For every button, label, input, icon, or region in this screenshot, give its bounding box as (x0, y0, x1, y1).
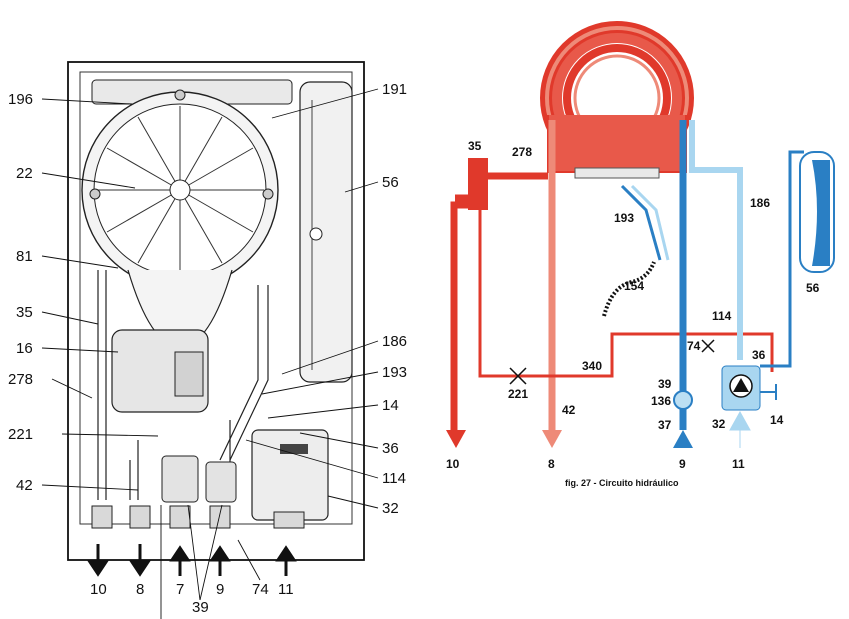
callout-56: 56 (382, 174, 399, 191)
drain-hose-154 (602, 261, 656, 317)
callout-32: 32 (382, 500, 399, 517)
pump-unit (251, 429, 329, 521)
bottom-label-9: 9 (216, 581, 224, 598)
callout-36: 36 (382, 440, 399, 457)
callout-14: 14 (382, 397, 399, 414)
label-114: 114 (712, 309, 732, 323)
callout-35: 35 (16, 304, 33, 321)
diverter-valve (205, 461, 237, 503)
figure-caption: fig. 27 - Circuito hidráulico (565, 478, 679, 488)
callout-196: 196 (8, 91, 33, 108)
bottom-label-10: 10 (90, 581, 107, 598)
label-154: 154 (624, 279, 644, 293)
callout-42: 42 (16, 477, 33, 494)
vessel-pipe (760, 150, 804, 368)
callout-191: 191 (382, 81, 407, 98)
component-35 (468, 158, 488, 210)
bottom-label-74: 74 (252, 581, 269, 598)
valve-group (161, 455, 199, 503)
bottom-label-8: 8 (136, 581, 144, 598)
bottom-label-10: 10 (446, 457, 460, 471)
callout-186: 186 (382, 333, 407, 350)
label-193: 193 (614, 211, 634, 225)
label-36: 36 (752, 348, 766, 362)
label-221: 221 (508, 387, 528, 401)
label-56: 56 (806, 281, 820, 295)
return-pipe-340 (478, 210, 774, 378)
label-340: 340 (582, 359, 602, 373)
callout-114: 114 (382, 470, 406, 487)
bottom-label-9: 9 (679, 457, 686, 471)
heating-flow-pipe (450, 172, 548, 430)
callout-22: 22 (16, 165, 33, 182)
label-186: 186 (750, 196, 770, 210)
callout-81: 81 (16, 248, 33, 265)
label-14: 14 (770, 413, 784, 427)
boiler-interior-diagram: 196 22 81 35 16 278 221 42 191 56 186 19… (8, 61, 407, 619)
label-32: 32 (712, 417, 726, 431)
heat-exchanger (81, 89, 279, 349)
hydraulic-circuit-schematic: 35 278 193 186 154 56 114 74 36 340 221 … (446, 21, 835, 488)
label-42: 42 (562, 403, 576, 417)
filling-tap-74 (701, 339, 715, 353)
bottom-label-11: 11 (278, 581, 294, 598)
bottom-label-8: 8 (548, 457, 555, 471)
heating-return-pipe (689, 120, 743, 360)
bottom-label-39: 39 (192, 599, 209, 616)
label-136: 136 (651, 394, 671, 408)
expansion-vessel (299, 81, 353, 383)
label-74: 74 (687, 339, 701, 353)
callout-221: 221 (8, 426, 33, 443)
callout-278: 278 (8, 371, 33, 388)
flow-sensor-136 (673, 390, 693, 410)
bypass-valve-221 (509, 367, 527, 385)
label-35: 35 (468, 139, 482, 153)
label-278: 278 (512, 145, 532, 159)
callout-16: 16 (16, 340, 33, 357)
gas-pipe-193 (620, 184, 662, 261)
bottom-label-11: 11 (732, 457, 745, 471)
label-39: 39 (658, 377, 672, 391)
safety-valve-14 (760, 384, 777, 400)
callout-193: 193 (382, 364, 407, 381)
exchanger-coil (540, 21, 694, 179)
label-37: 37 (658, 418, 672, 432)
bottom-label-7: 7 (176, 581, 184, 598)
